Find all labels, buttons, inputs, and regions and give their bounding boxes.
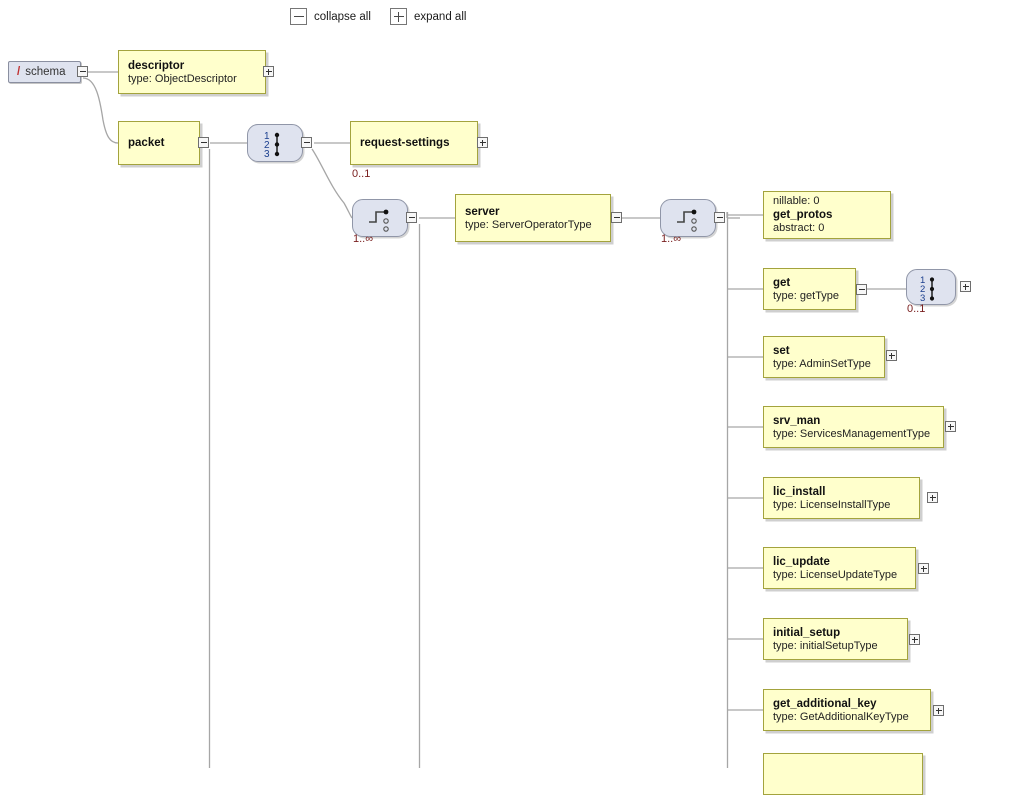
expand-toggle-lic-install[interactable] <box>927 492 938 503</box>
element-type: type: getType <box>773 289 840 302</box>
expand-toggle-set[interactable] <box>886 350 897 361</box>
occurs-request-settings: 0..1 <box>352 168 371 180</box>
element-box-get[interactable]: get type: getType <box>763 268 856 310</box>
element-abstract: abstract: 0 <box>773 222 825 234</box>
element-name: request-settings <box>360 137 450 149</box>
choice-connector-packet[interactable] <box>352 199 408 237</box>
schema-diagram-canvas: collapse all expand all / schema descrip… <box>8 8 971 795</box>
element-name: set <box>773 344 790 357</box>
element-type: type: ServicesManagementType <box>773 427 931 440</box>
collapse-toggle-choice-server[interactable] <box>714 212 725 223</box>
choice-icon <box>677 209 697 232</box>
element-type: type: GetAdditionalKeyType <box>773 710 909 723</box>
svg-text:2: 2 <box>264 140 270 151</box>
minus-box-icon[interactable] <box>290 8 307 25</box>
collapse-toggle-get[interactable] <box>856 284 867 295</box>
element-box-request-settings[interactable]: request-settings <box>350 121 478 165</box>
occurs-choice-packet: 1..∞ <box>353 233 374 245</box>
expand-toggle-srv-man[interactable] <box>945 421 956 432</box>
occurs-sequence-get: 0..1 <box>907 303 926 315</box>
element-box-srv-man[interactable]: srv_man type: ServicesManagementType <box>763 406 944 448</box>
element-box-partial-next[interactable] <box>763 753 923 795</box>
plus-box-icon[interactable] <box>390 8 407 25</box>
element-type: type: ObjectDescriptor <box>128 72 237 85</box>
123-sequence-icon: 1 2 3 <box>920 275 935 304</box>
element-name: packet <box>128 137 165 149</box>
element-box-get-additional-key[interactable]: get_additional_key type: GetAdditionalKe… <box>763 689 931 731</box>
element-box-set[interactable]: set type: AdminSetType <box>763 336 885 378</box>
element-name: srv_man <box>773 414 821 427</box>
collapse-all-label: collapse all <box>314 10 371 23</box>
element-box-packet[interactable]: packet <box>118 121 200 165</box>
svg-text:2: 2 <box>920 284 925 295</box>
element-box-lic-update[interactable]: lic_update type: LicenseUpdateType <box>763 547 916 589</box>
sequence-connector-packet[interactable]: 1 2 3 <box>247 124 303 162</box>
collapse-toggle-sequence-packet[interactable] <box>301 137 312 148</box>
123-sequence-icon: 1 2 3 <box>264 131 280 160</box>
expand-all-label: expand all <box>414 10 467 23</box>
choice-icon <box>369 209 389 232</box>
collapse-all-control[interactable]: collapse all <box>290 8 371 25</box>
element-name: initial_setup <box>773 626 841 639</box>
choice-connector-server[interactable] <box>660 199 716 237</box>
element-type: type: LicenseInstallType <box>773 498 891 511</box>
element-name: descriptor <box>128 59 185 72</box>
collapse-toggle-choice-packet[interactable] <box>406 212 417 223</box>
expand-toggle-get-additional-key[interactable] <box>933 705 944 716</box>
expand-toggle-lic-update[interactable] <box>918 563 929 574</box>
expand-toggle-request-settings[interactable] <box>477 137 488 148</box>
element-name: lic_update <box>773 555 830 568</box>
svg-text:1: 1 <box>264 131 270 142</box>
element-name: get_protos <box>773 209 833 221</box>
collapse-toggle-server[interactable] <box>611 212 622 223</box>
element-type: type: ServerOperatorType <box>465 218 592 231</box>
schema-slash: / <box>17 66 21 78</box>
expand-toggle-descriptor[interactable] <box>263 66 274 77</box>
expand-toggle-initial-setup[interactable] <box>909 634 920 645</box>
element-box-get-protos[interactable]: nillable: 0 get_protos abstract: 0 <box>763 191 891 239</box>
element-box-initial-setup[interactable]: initial_setup type: initialSetupType <box>763 618 908 660</box>
collapse-toggle-packet[interactable] <box>198 137 209 148</box>
schema-root-label: schema <box>25 66 66 78</box>
occurs-choice-server: 1..∞ <box>661 233 682 245</box>
element-name: lic_install <box>773 485 826 498</box>
schema-root-node[interactable]: / schema <box>8 61 81 83</box>
element-type: type: initialSetupType <box>773 639 878 652</box>
sequence-connector-get[interactable]: 1 2 3 <box>906 269 956 305</box>
element-name: get <box>773 276 791 289</box>
svg-text:3: 3 <box>264 149 270 160</box>
element-box-lic-install[interactable]: lic_install type: LicenseInstallType <box>763 477 920 519</box>
element-box-descriptor[interactable]: descriptor type: ObjectDescriptor <box>118 50 266 94</box>
expand-all-control[interactable]: expand all <box>390 8 466 25</box>
expand-toggle-sequence-get[interactable] <box>960 281 971 292</box>
element-name: server <box>465 205 500 218</box>
element-name: get_additional_key <box>773 697 877 710</box>
element-nillable: nillable: 0 <box>773 195 820 207</box>
element-box-server[interactable]: server type: ServerOperatorType <box>455 194 611 242</box>
element-type: type: LicenseUpdateType <box>773 568 898 581</box>
schema-root-toggle[interactable] <box>77 66 88 77</box>
element-type: type: AdminSetType <box>773 357 871 370</box>
svg-text:3: 3 <box>920 293 925 304</box>
svg-text:1: 1 <box>920 275 925 286</box>
